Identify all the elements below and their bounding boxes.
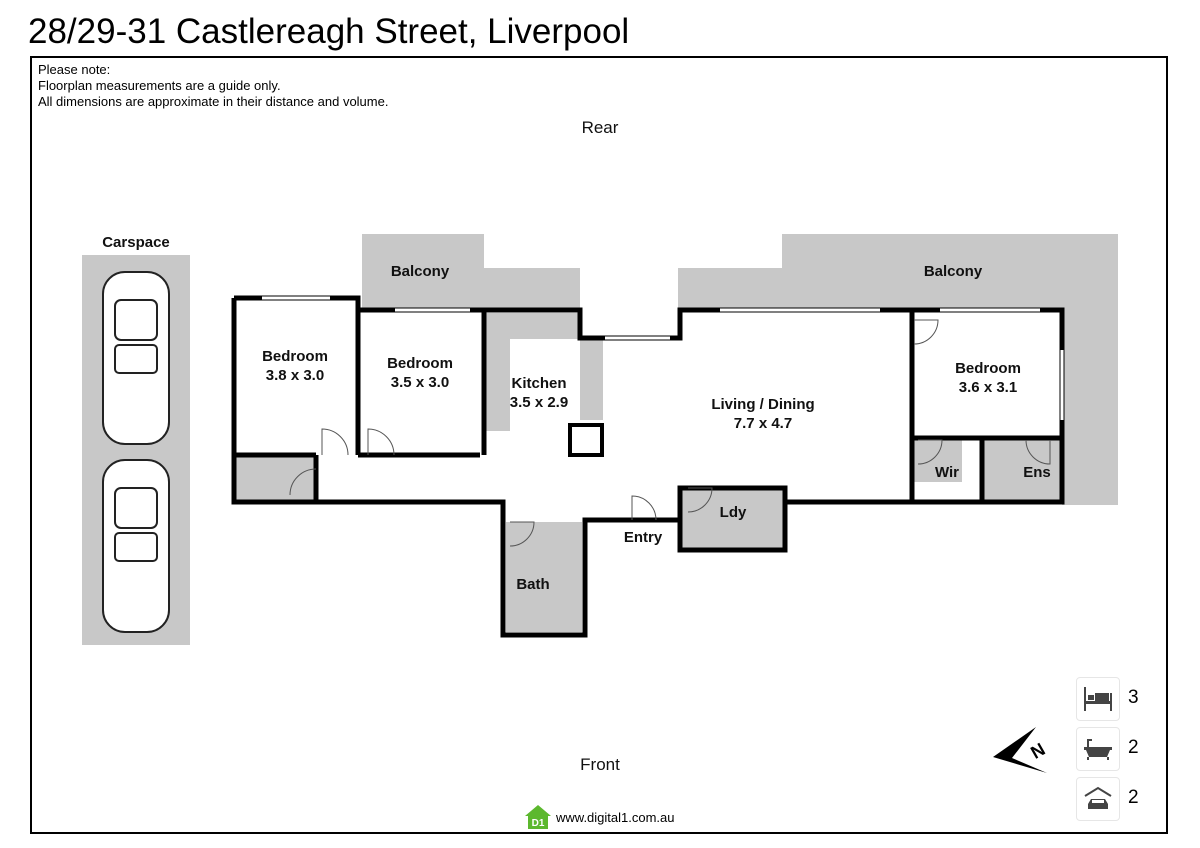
- page-title: 28/29-31 Castlereagh Street, Liverpool: [28, 12, 630, 51]
- bedrooms-stat: [1076, 677, 1120, 721]
- bed-icon: [1084, 687, 1112, 711]
- cars: [102, 271, 170, 633]
- toilet-area: [236, 457, 316, 501]
- disclaimer-note: Please note: Floorplan measurements are …: [38, 62, 388, 110]
- balcony-label: Balcony: [924, 263, 983, 280]
- room-size: 3.6 x 3.1: [959, 379, 1017, 396]
- kitchen-bench: [486, 313, 510, 431]
- room-size: 7.7 x 4.7: [734, 415, 792, 432]
- front-label: Front: [580, 755, 620, 774]
- room-name: Bedroom: [955, 360, 1021, 377]
- carspaces-stat: [1076, 777, 1120, 821]
- brand-logo: D1 www.digital1.com.au: [524, 804, 675, 830]
- doors: [289, 319, 1051, 547]
- svg-text:N: N: [1027, 739, 1048, 763]
- room-name: Kitchen: [511, 375, 566, 392]
- website-url: www.digital1.com.au: [556, 809, 675, 825]
- ensuite-area: [984, 440, 1060, 501]
- room-size: 3.8 x 3.0: [266, 367, 324, 384]
- rear-label: Rear: [582, 118, 619, 137]
- note-line: Floorplan measurements are a guide only.: [38, 78, 281, 93]
- garage-car-icon: [1084, 786, 1112, 809]
- note-line: All dimensions are approximate in their …: [38, 94, 389, 109]
- carspaces-count: 2: [1128, 787, 1139, 808]
- carspace-label: Carspace: [102, 234, 170, 251]
- room-size: 3.5 x 3.0: [391, 374, 449, 391]
- bathrooms-stat: [1076, 727, 1120, 771]
- car-icon: [102, 459, 170, 633]
- floorplan-frame: [30, 56, 1168, 834]
- house-logo-icon: D1: [525, 805, 551, 829]
- kitchen-bench: [580, 340, 603, 420]
- bedrooms-count: 3: [1128, 687, 1139, 708]
- balcony-right-area: [678, 234, 1118, 505]
- laundry-area: [682, 490, 784, 549]
- north-arrow-icon: N: [993, 727, 1049, 773]
- balcony-left-area: [362, 234, 580, 310]
- room-name: Bedroom: [387, 355, 453, 372]
- bath-area: [506, 522, 582, 632]
- bathtub-icon: [1084, 739, 1112, 760]
- car-icon: [102, 271, 170, 445]
- bathrooms-count: 2: [1128, 737, 1139, 758]
- room-name: Bedroom: [262, 348, 328, 365]
- note-line: Please note:: [38, 62, 111, 77]
- room-name: Bath: [516, 576, 549, 593]
- kitchen-bench: [510, 313, 578, 339]
- room-name: Ldy: [720, 504, 747, 521]
- balcony-label: Balcony: [391, 263, 450, 280]
- wir-area: [914, 440, 962, 482]
- room-name: Ens: [1023, 464, 1051, 481]
- logo-mark: D1: [532, 818, 545, 829]
- room-name: Living / Dining: [711, 396, 814, 413]
- room-name: Wir: [935, 464, 959, 481]
- windows: [262, 296, 1064, 420]
- room-size: 3.5 x 2.9: [510, 394, 568, 411]
- room-name: Entry: [624, 529, 663, 546]
